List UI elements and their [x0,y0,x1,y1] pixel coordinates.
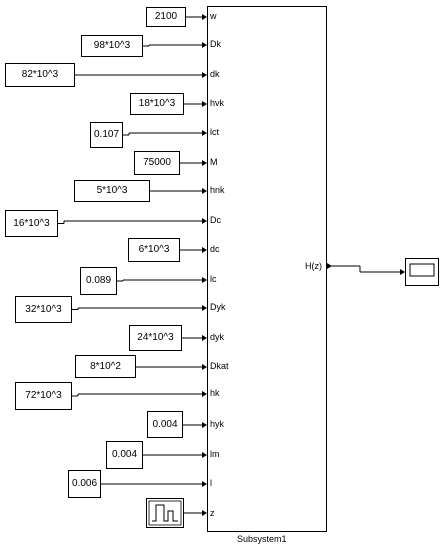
constant-block-hnk[interactable]: 5*10^3 [74,180,150,202]
input-port-label-hk: hk [210,388,220,398]
constant-block-lc[interactable]: 0.089 [80,267,117,295]
input-port-label-hnk: hnk [210,185,225,195]
constant-block-hk[interactable]: 72*10^3 [15,382,72,410]
constant-block-Dk[interactable]: 98*10^3 [81,35,143,57]
input-port-label-hvk: hvk [210,98,225,108]
signal-arrow-dc [202,247,207,253]
input-port-label-dyk: dyk [210,332,225,342]
signal-arrow-z [202,510,207,516]
constant-block-hvk[interactable]: 18*10^3 [130,93,184,115]
signal-arrow-dyk [202,335,207,341]
scope-block[interactable] [405,258,439,286]
constant-block-Dc[interactable]: 16*10^3 [5,210,58,237]
signal-arrow-lm [202,452,207,458]
subsystem-block[interactable] [207,6,327,532]
constant-block-Dkat[interactable]: 8*10^2 [75,355,136,378]
constant-block-dk[interactable]: 82*10^3 [5,63,75,87]
constant-block-dyk[interactable]: 24*10^3 [129,325,182,351]
input-port-label-hyk: hyk [210,419,225,429]
constant-block-lm[interactable]: 0.004 [106,441,143,469]
signal-arrow-Dkat [202,364,207,370]
signal-arrow-Dc [202,218,207,224]
subsystem-output-port-label: H(z) [305,261,322,271]
pulse-generator-icon [148,500,182,526]
input-port-label-dc: dc [210,244,220,254]
input-port-label-Dyk: Dyk [210,302,226,312]
pulse-generator-block[interactable] [146,498,184,528]
signal-arrow-output [400,269,405,275]
signal-arrow-dk [202,72,207,78]
signal-arrow-w [202,14,207,20]
constant-block-Dyk[interactable]: 32*10^3 [15,296,72,323]
input-port-label-lm: lm [210,449,220,459]
input-port-label-lct: lct [210,127,219,137]
constant-block-dc[interactable]: 6*10^3 [128,238,180,262]
signal-arrow-hk [202,391,207,397]
signal-arrow-lc [202,277,207,283]
signal-arrow-Dyk [202,305,207,311]
signal-arrow-hyk [202,422,207,428]
signal-arrow-hnk [202,188,207,194]
input-port-label-Dc: Dc [210,215,221,225]
signal-arrow-hvk [202,101,207,107]
input-port-label-l: l [210,478,212,488]
input-port-label-Dk: Dk [210,39,221,49]
constant-block-l[interactable]: 0.006 [68,470,101,498]
subsystem-output-port-marker [327,263,332,269]
signal-arrow-Dk [202,42,207,48]
subsystem-name-label: Subsystem1 [237,534,287,544]
input-port-label-M: M [210,157,218,167]
constant-block-lct[interactable]: 0.107 [90,122,123,148]
input-port-label-Dkat: Dkat [210,361,229,371]
scope-icon [409,263,435,277]
input-port-label-z: z [210,508,215,518]
signal-arrow-l [202,481,207,487]
constant-block-M[interactable]: 75000 [134,151,180,175]
signal-arrow-lct [202,130,207,136]
constant-block-w[interactable]: 2100 [146,7,186,27]
signal-arrow-M [202,160,207,166]
constant-block-hyk[interactable]: 0.004 [147,411,183,438]
input-port-label-w: w [210,11,217,21]
input-port-label-lc: lc [210,274,217,284]
input-port-label-dk: dk [210,69,220,79]
